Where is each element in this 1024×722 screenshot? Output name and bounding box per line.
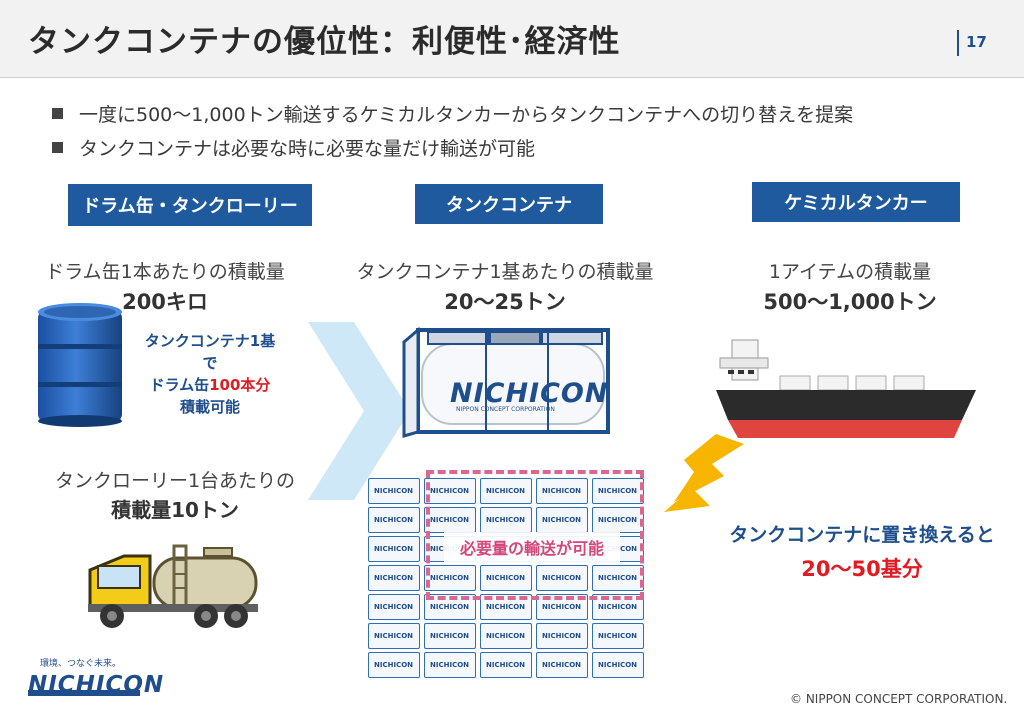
tank-brand-subtitle: NIPPON CONCEPT CORPORATION: [456, 406, 555, 413]
chip-tank-container: タンクコンテナ: [415, 184, 603, 224]
company-logo-bar: [28, 690, 140, 696]
mini-tank-container-icon: [536, 652, 588, 678]
drum-note-line3: 積載可能: [179, 398, 240, 416]
mini-tank-container-icon: [480, 565, 532, 591]
mini-tank-container-icon: [368, 623, 420, 649]
light-blue-arrow-icon: [308, 322, 410, 500]
mini-tank-container-icon: [368, 594, 420, 620]
chip-drum-lorry: ドラム缶・タンクローリー: [68, 184, 312, 226]
swap-line-2: 20～50基分: [801, 557, 923, 581]
mini-tank-container-icon: [536, 623, 588, 649]
drum-note-highlight: 100本分: [209, 376, 271, 394]
mini-tank-container-icon: [368, 507, 420, 533]
mini-tank-container-icon: [368, 478, 420, 504]
mini-tank-container-icon: [480, 652, 532, 678]
slide-title: タンクコンテナの優位性：利便性･経済性: [28, 24, 621, 60]
tank-container-icon: [402, 326, 610, 438]
mini-tank-container-icon: [536, 507, 588, 533]
tanker-capacity-label: 1アイテムの積載量: [768, 261, 932, 283]
drum-capacity-value: 200キロ: [122, 290, 208, 314]
logo-tagline: 環境、つなぐ未来。: [40, 659, 122, 669]
bullet-square-icon: [52, 108, 63, 119]
mini-tank-container-icon: [368, 652, 420, 678]
mini-tank-container-icon: [480, 507, 532, 533]
mini-tank-container-icon: [536, 565, 588, 591]
swap-line-1: タンクコンテナに置き換えると: [729, 524, 995, 546]
mini-tank-container-icon: [424, 652, 476, 678]
page-number: 17: [966, 33, 987, 51]
mini-tank-container-icon: [424, 478, 476, 504]
bullet-text-2: タンクコンテナは必要な時に必要な量だけ輸送が可能: [79, 138, 536, 160]
required-amount-highlight: [426, 470, 644, 600]
tank-capacity-label: タンクコンテナ1基あたりの積載量: [356, 261, 654, 283]
mini-tank-container-icon: [368, 536, 420, 562]
lorry-capacity-value: 積載量10トン: [111, 498, 239, 522]
bullet-text-1: 一度に500～1,000トン輸送するケミカルタンカーからタンクコンテナへの切り替…: [79, 104, 854, 126]
required-amount-label: 必要量の輸送が可能: [444, 532, 620, 562]
yellow-arrow-icon: [664, 434, 744, 512]
tank-brand-logo: NICHICON: [450, 378, 609, 409]
mini-tank-container-icon: [592, 623, 644, 649]
mini-tank-container-icon: [424, 565, 476, 591]
page-number-divider: [957, 30, 959, 56]
swap-equivalent-note: タンクコンテナに置き換えると 20～50基分: [712, 520, 1012, 583]
lorry-capacity-label: タンクローリー1台あたりの: [54, 470, 296, 492]
chip-chemical-tanker: ケミカルタンカー: [752, 182, 960, 222]
title-bar: [0, 0, 1024, 78]
tank-capacity-value: 20～25トン: [444, 290, 566, 314]
tanker-capacity-value: 500～1,000トン: [763, 290, 937, 314]
mini-tank-container-icon: [592, 565, 644, 591]
drum-can-icon: [38, 303, 122, 427]
drum-capacity-label: ドラム缶1本あたりの積載量: [45, 261, 285, 283]
mini-tank-container-icon: [536, 478, 588, 504]
mini-tank-container-icon: [424, 507, 476, 533]
bullet-item-1: 一度に500～1,000トン輸送するケミカルタンカーからタンクコンテナへの切り替…: [52, 100, 853, 127]
bullet-item-2: タンクコンテナは必要な時に必要な量だけ輸送が可能: [52, 134, 535, 161]
drum-equivalent-note: タンクコンテナ1基で ドラム缶100本分 積載可能: [140, 330, 280, 418]
drum-note-line1: タンクコンテナ1基で: [144, 332, 276, 372]
tank-lorry-truck-icon: [88, 544, 258, 628]
chemical-tanker-ship-icon: [716, 339, 976, 438]
drum-note-line2: ドラム缶100本分: [140, 374, 280, 396]
drum-note-line2-prefix: ドラム缶: [149, 376, 210, 394]
mini-tank-container-icon: [480, 478, 532, 504]
copyright-text: © NIPPON CONCEPT CORPORATION.: [790, 692, 1008, 706]
mini-tank-container-icon: [480, 623, 532, 649]
bullet-square-icon: [52, 142, 63, 153]
mini-tank-container-icon: [424, 623, 476, 649]
mini-tank-container-icon: [592, 652, 644, 678]
mini-tank-container-icon: [368, 565, 420, 591]
